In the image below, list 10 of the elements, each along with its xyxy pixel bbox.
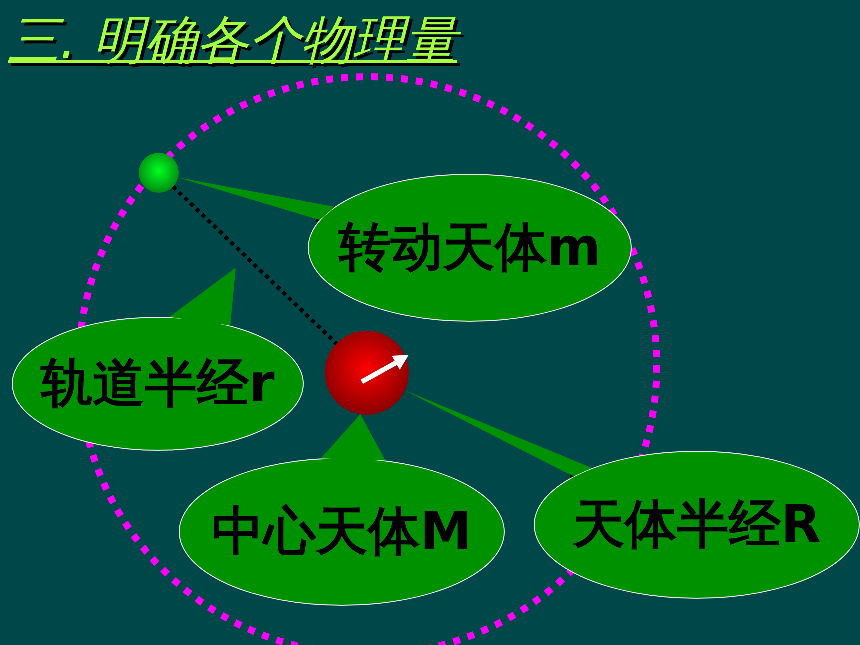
callout-pointer bbox=[178, 178, 335, 222]
bubble-label: 天体半经R bbox=[572, 494, 822, 557]
central-ball bbox=[325, 331, 409, 415]
bubble-label: 中心天体M bbox=[212, 501, 472, 564]
bubble-label: 轨道半经r bbox=[41, 353, 275, 416]
dotted-line bbox=[172, 185, 338, 346]
planet-ball bbox=[139, 153, 179, 193]
callout-pointer bbox=[321, 414, 386, 461]
callout-pointer bbox=[405, 390, 592, 477]
bubble-label: 转动天体m bbox=[338, 217, 602, 280]
